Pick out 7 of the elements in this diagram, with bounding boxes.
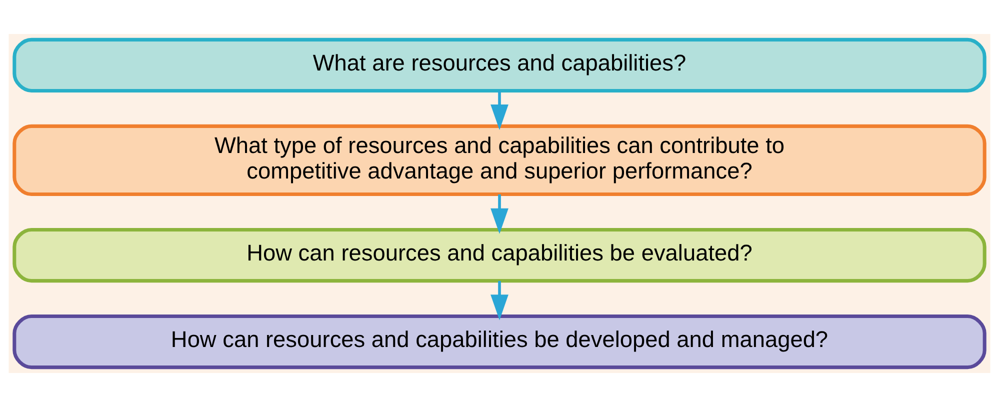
node-box: How can resources and capabilities be developed and managed? <box>12 314 986 370</box>
arrow <box>490 194 508 234</box>
arrow <box>490 280 508 320</box>
arrow <box>490 90 508 130</box>
node-box: What are resources and capabilities? <box>12 38 986 92</box>
node-box: What type of resources and capabilities can contribute to competitive advantage and superior performance? <box>12 124 986 196</box>
node-box: How can resources and capabilities be evaluated? <box>12 228 986 283</box>
